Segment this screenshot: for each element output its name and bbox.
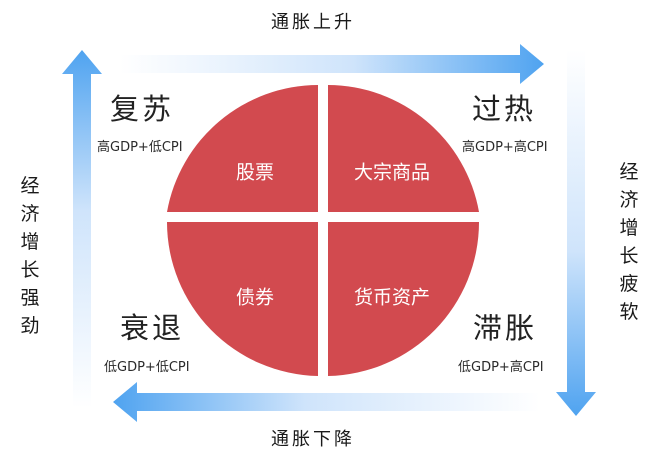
condition-recession: 低GDP+低CPI	[104, 360, 190, 375]
quadrant-stagflation-shape	[328, 222, 479, 376]
phase-stagflation: 滞胀	[473, 311, 538, 345]
quadrant-overheat-shape	[328, 85, 479, 212]
condition-stagflation: 低GDP+高CPI	[458, 360, 544, 375]
label-growth-weak: 经济增长疲软	[619, 161, 639, 323]
quadrant-recession-shape	[167, 222, 318, 376]
condition-recovery: 高GDP+低CPI	[97, 140, 183, 155]
asset-stocks: 股票	[235, 161, 275, 184]
asset-bonds: 债券	[235, 286, 275, 309]
label-growth-strong: 经济增长强劲	[20, 175, 40, 337]
condition-overheat: 高GDP+高CPI	[462, 140, 548, 155]
arrow-top	[120, 44, 544, 84]
label-inflation-rising: 通胀上升	[271, 12, 355, 33]
asset-commodities: 大宗商品	[353, 161, 431, 184]
arrow-left	[62, 50, 102, 408]
label-inflation-falling: 通胀下降	[271, 429, 355, 450]
phase-recovery: 复苏	[110, 92, 175, 126]
phase-recession: 衰退	[120, 311, 185, 345]
arrow-bottom	[113, 382, 540, 422]
quadrant-recovery-shape	[167, 85, 318, 212]
arrow-right	[556, 50, 596, 416]
phase-overheat: 过热	[472, 92, 537, 126]
asset-cash: 货币资产	[353, 286, 431, 309]
